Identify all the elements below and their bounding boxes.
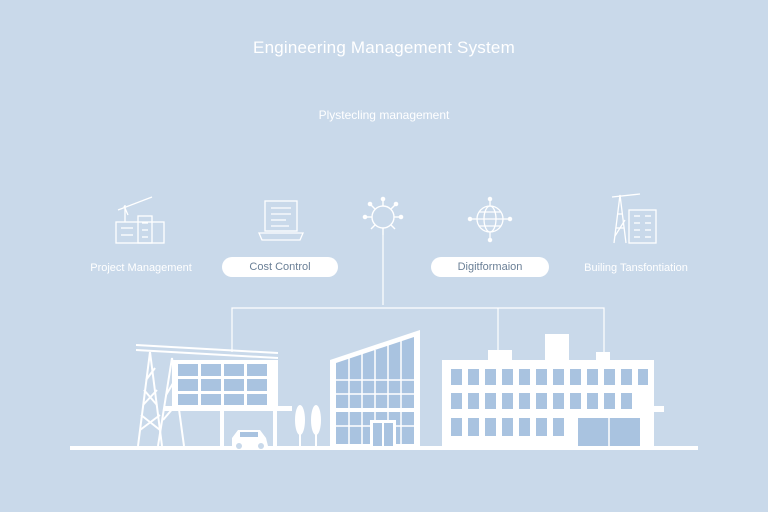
page-title: Engineering Management System: [253, 38, 515, 57]
tower-building-icon: [611, 193, 657, 244]
glass-office-illustration: [330, 330, 420, 446]
node-pill-digitformaion: Digitformaion: [431, 257, 549, 277]
page-subtitle: Plystecling management: [318, 108, 450, 122]
gear-network-icon: [362, 196, 404, 235]
construction-site-illustration: [135, 344, 321, 449]
node-label-project-management: Project Management: [90, 262, 192, 274]
laptop-document-icon: [258, 200, 304, 241]
node-label-building-transformation: Builing Tansfontiation: [584, 262, 688, 274]
office-block-illustration: [442, 334, 664, 446]
connector-lines: [231, 235, 605, 358]
globe-network-icon: [467, 196, 513, 243]
car-icon: [232, 430, 268, 449]
construction-crane-building-icon: [115, 196, 165, 244]
node-pill-cost-control: Cost Control: [222, 257, 338, 277]
ground-line: [70, 446, 698, 450]
